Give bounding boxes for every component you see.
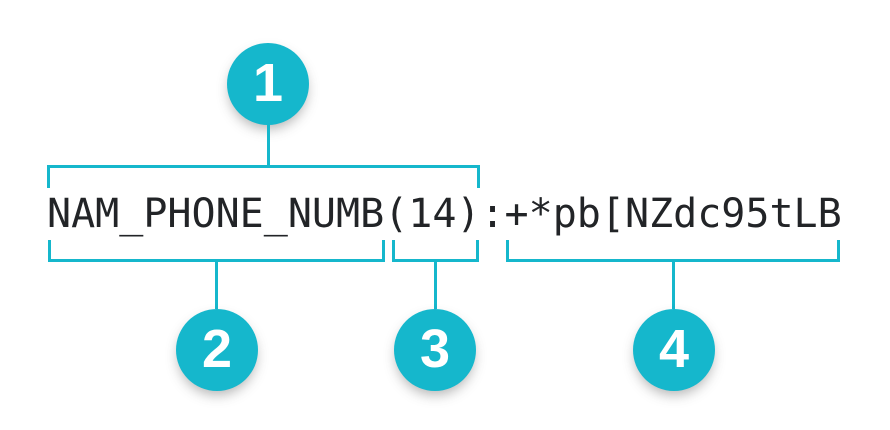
callout-4-connector-line (672, 262, 675, 309)
bracket-field-name (48, 240, 385, 262)
callout-circle-3: 3 (394, 309, 476, 391)
callout-circle-4: 4 (633, 309, 715, 391)
callout-1-connector-line (267, 123, 270, 165)
callout-3-connector-line (434, 262, 437, 309)
bracket-field-length (392, 240, 479, 262)
callout-number-1: 1 (252, 53, 284, 113)
callout-number-4: 4 (658, 319, 690, 379)
bracket-full-field (47, 165, 480, 188)
callout-circle-2: 2 (176, 309, 258, 391)
callout-2-connector-line (215, 262, 218, 309)
callout-number-2: 2 (201, 319, 233, 379)
callout-circle-1: 1 (227, 43, 309, 125)
bracket-field-value (506, 240, 840, 262)
callout-number-3: 3 (419, 319, 451, 379)
annotated-string: NAM_PHONE_NUMB(14):+*pb[NZdc95tLB (47, 191, 842, 237)
